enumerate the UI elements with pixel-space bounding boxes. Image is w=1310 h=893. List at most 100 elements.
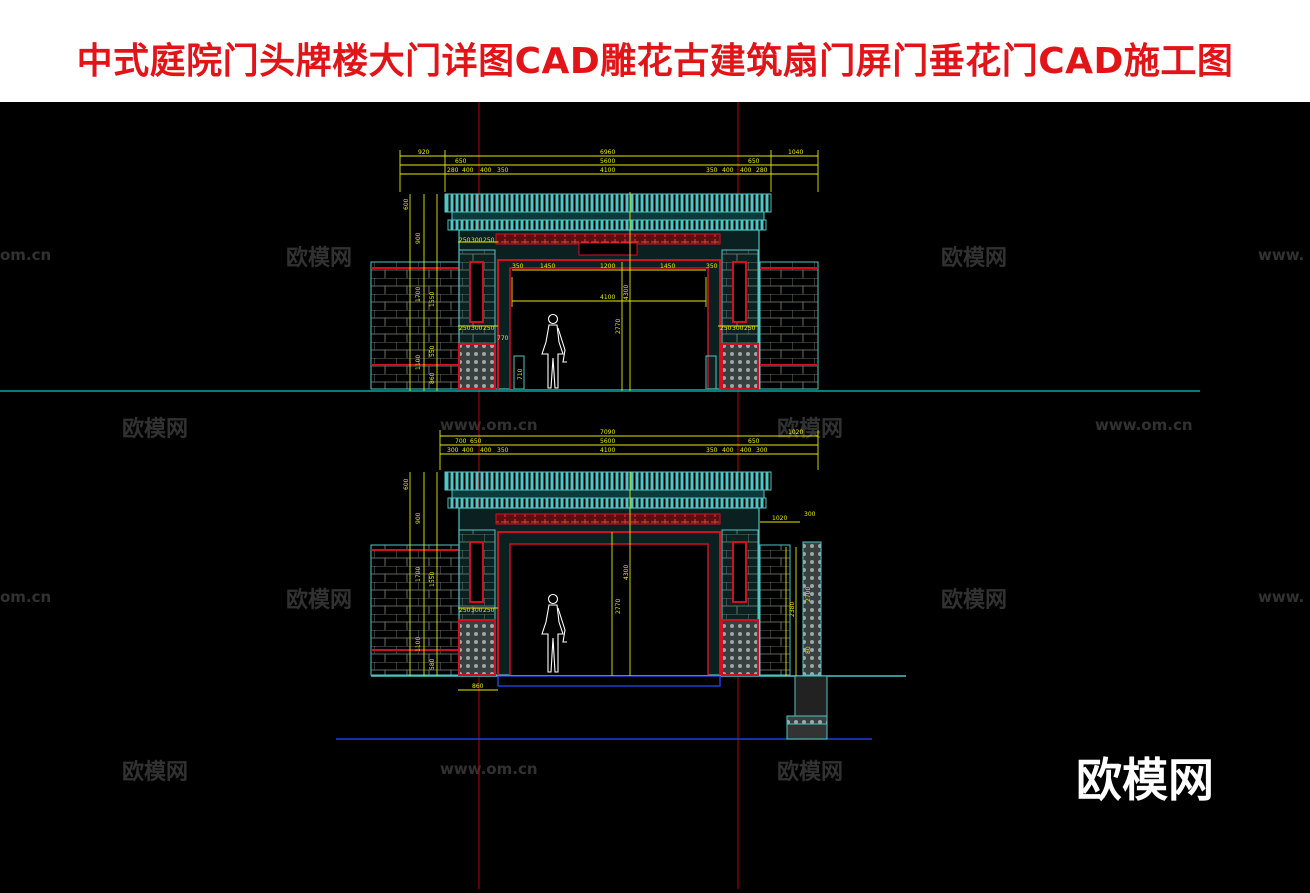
dim-label: 600	[403, 198, 410, 210]
page-title: 中式庭院门头牌楼大门详图CAD雕花古建筑扇门屏门垂花门CAD施工图	[76, 41, 1234, 82]
dim-label: 4100	[600, 167, 615, 174]
pier-base-left	[458, 619, 496, 676]
dim-label: 5600	[600, 438, 615, 445]
door-opening-outer	[497, 531, 721, 675]
pier-plaque-left	[469, 541, 484, 603]
dim-label: 6960	[600, 149, 615, 156]
dim-label: 350	[512, 263, 524, 270]
side-wall-left	[370, 544, 460, 676]
dim-label: 250	[483, 325, 495, 332]
watermark-brand: 欧模网	[941, 587, 1007, 613]
dim-label: 1550	[429, 572, 436, 587]
dim-label: 350	[706, 447, 718, 454]
side-section-wall	[802, 541, 822, 676]
watermark-brand: 欧模网	[122, 759, 188, 785]
watermark-url-partial: om.cn	[0, 246, 51, 264]
dim-label: 1450	[660, 263, 675, 270]
dim-label: 1200	[600, 263, 615, 270]
dim-label: 300	[804, 511, 816, 518]
carved-band	[495, 513, 721, 525]
dim-label: 400	[480, 167, 492, 174]
dim-label: 1700	[415, 287, 422, 302]
human-figure	[541, 593, 567, 673]
dim-label: 1450	[540, 263, 555, 270]
dim-label: 650	[748, 438, 760, 445]
dim-label: 400	[740, 167, 752, 174]
dim-label: 350	[497, 447, 509, 454]
dim-label: 1100	[415, 637, 422, 652]
watermark-url-partial: om.cn	[0, 588, 51, 606]
dim-label: 300	[471, 607, 483, 614]
dim-label: 250	[483, 237, 495, 244]
dim-label: 250	[720, 325, 732, 332]
dimension-labels: 6960 5600 4100 920 650 280 400 400 350 1…	[403, 149, 803, 384]
dim-label: 280	[756, 167, 768, 174]
watermark-brand: 欧模网	[286, 245, 352, 271]
dim-label: 400	[480, 447, 492, 454]
dim-label: 1550	[429, 292, 436, 307]
dim-label: 300	[471, 237, 483, 244]
watermark-brand: 欧模网	[777, 416, 843, 442]
dim-label: 2770	[615, 319, 622, 334]
elevation-lower: 7090 5600 4100 700 650 300 400 400 350 1…	[336, 429, 906, 740]
dimension-labels: 7090 5600 4100 700 650 300 400 400 350 1…	[403, 429, 816, 690]
side-wall-right	[759, 544, 791, 676]
dim-label: 1100	[415, 355, 422, 370]
dim-label: 400	[462, 167, 474, 174]
dim-label: 770	[497, 335, 509, 342]
dim-label: 2770	[615, 599, 622, 614]
dim-label: 5600	[600, 158, 615, 165]
dim-label: 300	[756, 447, 768, 454]
dim-label: 4300	[623, 565, 630, 580]
dim-label: 300	[732, 325, 744, 332]
watermark-brand: 欧模网	[286, 587, 352, 613]
cad-drawing-area: 欧模网 www.om.cn 欧模网 www.om.cn om.cn 欧模网 ww…	[0, 74, 1310, 889]
dim-label: 900	[415, 232, 422, 244]
dim-label: 710	[517, 368, 524, 380]
dim-label: 7090	[600, 429, 615, 436]
dim-label: 400	[722, 167, 734, 174]
dim-label: 350	[706, 263, 718, 270]
pier-plaque-left	[469, 261, 484, 323]
watermark-url: www.om.cn	[1095, 416, 1193, 434]
door-opening-inner	[509, 543, 709, 675]
dim-label: 1020	[772, 515, 787, 522]
dim-label: 1700	[415, 567, 422, 582]
dim-label: 650	[470, 438, 482, 445]
side-section-footing	[794, 675, 828, 717]
watermark-brand: 欧模网	[777, 759, 843, 785]
side-wall-right	[759, 261, 819, 390]
dim-label: 920	[418, 149, 430, 156]
dim-label: 860	[429, 372, 436, 384]
dim-label: 860	[472, 683, 484, 690]
dim-label: 4100	[600, 294, 615, 301]
brand-logo: 欧模网	[1076, 753, 1214, 807]
dim-label: 250	[483, 607, 495, 614]
dim-label: 700	[455, 438, 467, 445]
door-opening-inner	[509, 267, 709, 389]
watermark-url-partial: www.	[1258, 588, 1304, 606]
dim-label: 400	[740, 447, 752, 454]
watermark-brand: 欧模网	[122, 416, 188, 442]
dim-label: 250	[744, 325, 756, 332]
dim-label: 550	[429, 345, 436, 357]
dimension-lines	[409, 430, 819, 691]
dim-label: 280	[447, 167, 459, 174]
cad-drawing: 欧模网 www.om.cn 欧模网 www.om.cn om.cn 欧模网 ww…	[0, 74, 1304, 889]
dim-label: 300	[471, 325, 483, 332]
dim-label: 2700	[805, 587, 812, 602]
watermark-url-partial: www.	[1258, 246, 1304, 264]
watermark-url: www.om.cn	[440, 416, 538, 434]
title-bar: 中式庭院门头牌楼大门详图CAD雕花古建筑扇门屏门垂花门CAD施工图	[0, 0, 1310, 102]
dim-label: 650	[455, 158, 467, 165]
entry-step	[497, 675, 721, 687]
dim-label: 600	[403, 478, 410, 490]
dim-label: 4100	[600, 447, 615, 454]
watermark-url: www.om.cn	[440, 760, 538, 778]
dim-label: 900	[415, 512, 422, 524]
pier-plaque-right	[732, 261, 747, 323]
dim-label: 80	[805, 646, 812, 654]
watermark-brand: 欧模网	[941, 245, 1007, 271]
dim-label: 250	[459, 325, 471, 332]
dim-label: 4300	[623, 285, 630, 300]
